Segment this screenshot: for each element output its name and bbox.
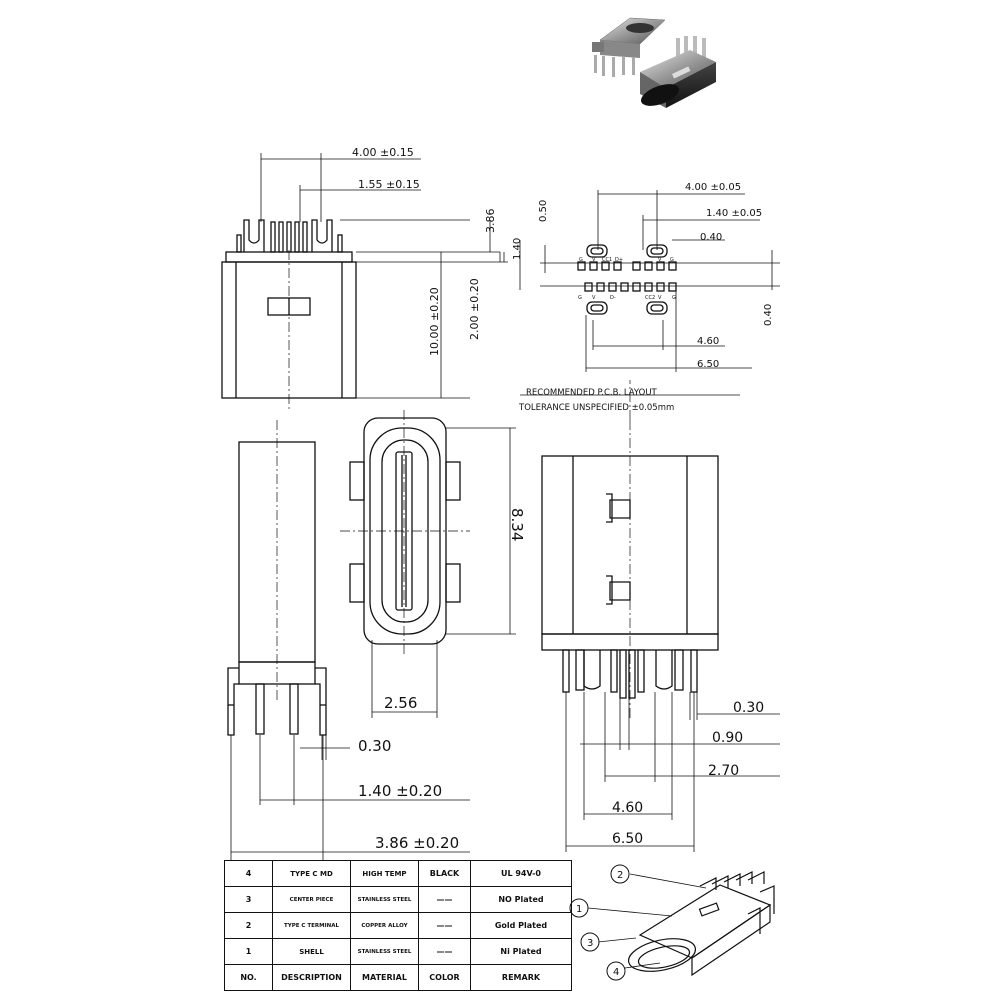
dim-bottom-650: 6.50 xyxy=(612,831,643,847)
back-view-dims xyxy=(565,692,780,852)
dim-bottom-270: 2.70 xyxy=(708,763,739,779)
product-photo xyxy=(592,17,716,108)
pad-label: G xyxy=(672,295,676,301)
bom-remark: Gold Plated xyxy=(470,912,572,939)
pad-label: G xyxy=(579,257,583,263)
pcb-dim-050: 0.50 xyxy=(538,200,549,222)
table-row: 1 SHELL STAINLESS STEEL —— Ni Plated xyxy=(224,938,572,965)
top-view xyxy=(221,219,357,410)
pad-label: V xyxy=(658,295,662,301)
pcb-dim-650: 6.50 xyxy=(697,359,719,370)
dim-top-width: 4.00 ±0.15 xyxy=(352,146,414,159)
side-view-dims xyxy=(230,735,470,860)
pad-label: CC1 xyxy=(602,257,612,263)
dim-body-height: 10.00 ±0.20 xyxy=(428,287,441,356)
callout-leaders xyxy=(587,873,707,969)
dim-front-height: 8.34 xyxy=(508,508,526,541)
bom-header-color: COLOR xyxy=(418,964,471,991)
bom-header-remark: REMARK xyxy=(470,964,572,991)
bom-table: 4 TYPE C MD HIGH TEMP BLACK UL 94V-0 3 C… xyxy=(224,860,572,991)
dim-bottom-090: 0.90 xyxy=(712,730,743,746)
side-view xyxy=(227,420,327,736)
pcb-dim-140: 1.40 ±0.05 xyxy=(706,208,762,219)
bom-color: BLACK xyxy=(418,860,471,887)
pcb-dim-460: 4.60 xyxy=(697,336,719,347)
pad-label: V xyxy=(592,295,596,301)
bom-remark: NO Plated xyxy=(470,886,572,913)
pcb-tolerance: TOLERANCE UNSPECIFIED ±0.05mm xyxy=(518,403,674,413)
bom-no: 1 xyxy=(224,938,273,965)
pcb-dim-040v: 0.40 xyxy=(763,304,774,326)
bom-color: —— xyxy=(418,886,471,913)
top-view-pins xyxy=(236,219,343,253)
bom-description: TYPE C TERMINAL xyxy=(272,912,351,939)
bom-no: 2 xyxy=(224,912,273,939)
front-view-dims xyxy=(371,427,516,718)
bom-no: 3 xyxy=(224,886,273,913)
pad-label: G xyxy=(670,257,674,263)
pcb-pads xyxy=(577,244,677,315)
pad-label: CC2 xyxy=(645,295,655,301)
table-row: 3 CENTER PIECE STAINLESS STEEL —— NO Pla… xyxy=(224,886,572,913)
dim-standoff: 2.00 ±0.20 xyxy=(468,278,481,340)
pad-label: V xyxy=(658,257,662,263)
pcb-layout xyxy=(519,190,780,420)
callout-2: 2 xyxy=(617,870,623,881)
pad-label: D- xyxy=(610,295,616,301)
bom-header-material: MATERIAL xyxy=(350,964,419,991)
pcb-dim-140v: 1.40 xyxy=(512,238,523,260)
dim-side-span: 1.40 ±0.20 xyxy=(358,782,442,800)
dim-pin-len: 3.86 xyxy=(484,209,497,234)
callouts: 2 1 3 4 xyxy=(569,864,630,981)
bom-color: —— xyxy=(418,938,471,965)
pad-label: D+ xyxy=(615,257,623,263)
callout-1: 1 xyxy=(576,904,582,915)
bom-remark: UL 94V-0 xyxy=(470,860,572,887)
bom-description: SHELL xyxy=(272,938,351,965)
bom-material: STAINLESS STEEL xyxy=(350,886,419,913)
dim-pin-pitch: 1.55 ±0.15 xyxy=(358,178,420,191)
bom-color: —— xyxy=(418,912,471,939)
front-view xyxy=(340,410,470,655)
dim-bottom-460: 4.60 xyxy=(612,800,643,816)
dim-side-thickness: 0.30 xyxy=(358,737,391,755)
table-header-row: NO. DESCRIPTION MATERIAL COLOR REMARK xyxy=(224,964,572,991)
pcb-dim-040: 0.40 xyxy=(700,232,722,243)
pad-label: G xyxy=(578,295,582,301)
pcb-title: RECOMMENDED P.C.B. LAYOUT xyxy=(526,388,658,398)
pcb-dim-400: 4.00 ±0.05 xyxy=(685,182,741,193)
pcb-pad-labels: G V CC1 D+ V G G V D- CC2 V G xyxy=(578,257,676,301)
photo-connector-small xyxy=(592,17,666,77)
callout-3: 3 xyxy=(587,938,593,949)
bom-material: COPPER ALLOY xyxy=(350,912,419,939)
bom-remark: Ni Plated xyxy=(470,938,572,965)
bom-description: CENTER PIECE xyxy=(272,886,351,913)
top-view-dims xyxy=(260,153,508,399)
dim-side-total: 3.86 ±0.20 xyxy=(375,834,459,852)
table-row: 2 TYPE C TERMINAL COPPER ALLOY —— Gold P… xyxy=(224,912,572,939)
callout-4: 4 xyxy=(613,967,619,978)
back-view xyxy=(541,420,719,720)
bom-material: HIGH TEMP xyxy=(350,860,419,887)
table-row: 4 TYPE C MD HIGH TEMP BLACK UL 94V-0 xyxy=(224,860,572,887)
bom-description: TYPE C MD xyxy=(272,860,351,887)
bom-header-description: DESCRIPTION xyxy=(272,964,351,991)
bom-material: STAINLESS STEEL xyxy=(350,938,419,965)
photo-connector-large xyxy=(640,36,716,108)
pad-label: V xyxy=(592,257,596,263)
bom-header-no: NO. xyxy=(224,964,273,991)
dim-front-width: 2.56 xyxy=(384,694,417,712)
bom-no: 4 xyxy=(224,860,273,887)
isometric-view xyxy=(627,871,775,977)
dim-bottom-030: 0.30 xyxy=(733,700,764,716)
